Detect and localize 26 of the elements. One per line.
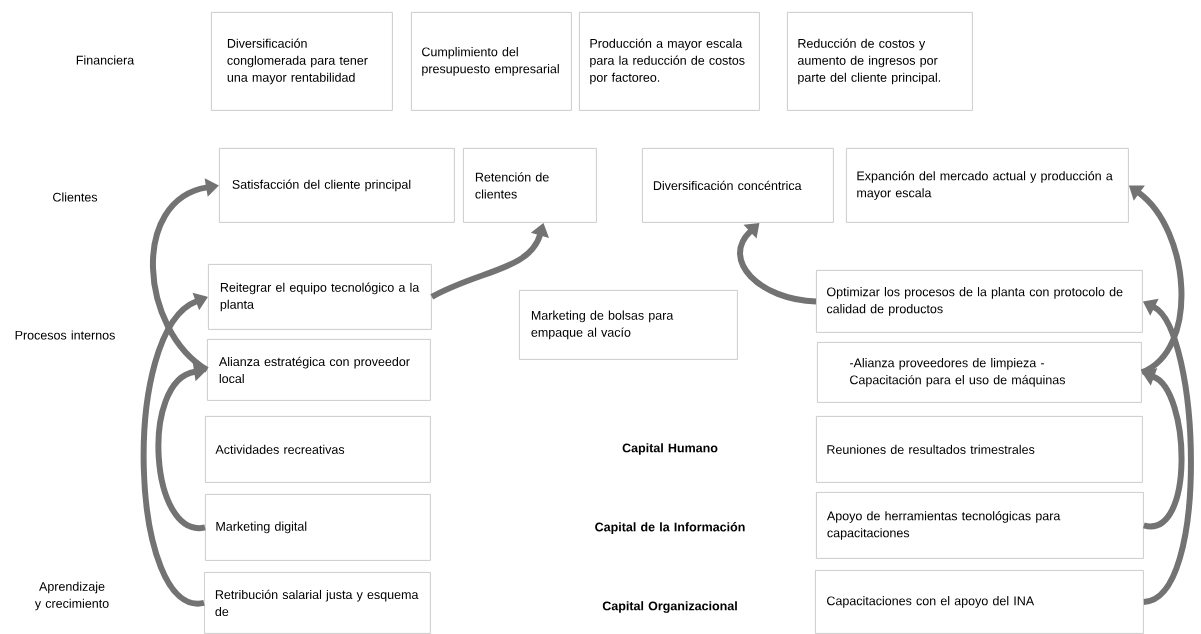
strategy-box: Optimizar los procesos de la planta con protocolo de calidad de productos (816, 270, 1143, 333)
strategy-box: Diversificación conglomerada para tener una mayor rentabilidad (211, 12, 393, 111)
strategy-box: Apoyo de herramientas tecnológicas para capacitaciones (816, 492, 1144, 559)
strategy-box: Producción a mayor escala para la reducción de costos por factoreo. (579, 12, 760, 111)
strategy-box: Retención de clientes (463, 148, 597, 223)
strategy-box: Retribución salarial justa y esquema de (204, 572, 431, 634)
strategy-box: Reducción de costos y aumento de ingresos por parte del cliente principal. (787, 12, 973, 111)
strategy-box: -Alianza proveedores de limpieza -Capacitación para el uso de máquinas (817, 342, 1142, 403)
strategy-box: Expanción del mercado actual y producción a mayor escala (846, 148, 1129, 223)
strategy-box: Marketing de bolsas para empaque al vacío (519, 290, 738, 360)
strategy-box: Alianza estratégica con proveedor local (207, 339, 431, 401)
strategy-box: Marketing digital (205, 494, 431, 561)
strategy-box: Capacitaciones con el apoyo del INA (815, 570, 1144, 634)
strategy-box: Diversificación concéntrica (642, 148, 834, 223)
strategy-box: Actividades recreativas (205, 416, 431, 483)
perspective-label: Clientes (53, 192, 98, 202)
strategy-box: Reitegrar el equipo tecnológico a la planta (208, 264, 432, 330)
perspective-label: Aprendizaje y crecimiento (34, 581, 109, 611)
section-heading: Capital de la Información (595, 522, 745, 534)
section-heading: Capital Humano (622, 443, 718, 455)
strategy-box: Satisfacción del cliente principal (219, 148, 455, 223)
strategy-box: Reuniones de resultados trimestrales (816, 416, 1143, 483)
perspective-label: Financiera (76, 55, 135, 65)
strategy-box: Cumplimiento del presupuesto empresarial (411, 12, 572, 111)
perspective-label: Procesos internos (15, 330, 115, 340)
section-heading: Capital Organizacional (602, 601, 737, 613)
